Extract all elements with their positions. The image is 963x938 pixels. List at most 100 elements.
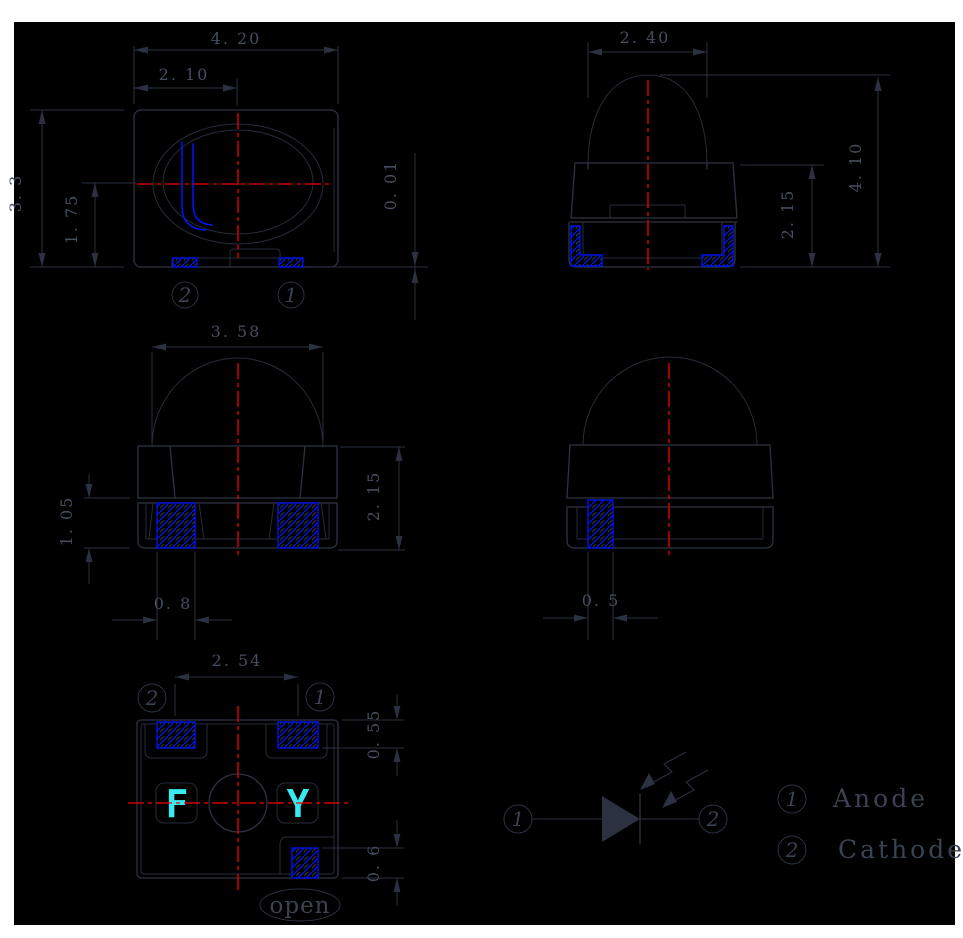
arrow-icon	[38, 253, 46, 267]
pin-1-label: 1	[512, 807, 525, 831]
arrow-icon	[38, 110, 46, 124]
dim-width-label: 4. 20	[211, 29, 262, 48]
pin-1-label: 1	[314, 685, 327, 709]
pad-left	[172, 257, 198, 268]
arrow-icon	[195, 616, 209, 624]
dome-outline	[582, 356, 758, 446]
arrow-icon	[393, 834, 401, 848]
arrow-icon	[693, 48, 707, 56]
arrow-icon	[613, 614, 627, 622]
arrow-icon	[874, 253, 882, 267]
arrow-icon	[411, 252, 419, 266]
diode-triangle-icon	[602, 796, 640, 842]
dim-lines-dome-width	[587, 42, 708, 98]
pad-pocket-left	[144, 724, 208, 759]
dim-dome-width-label: 3. 58	[211, 322, 262, 341]
pin-2-circle	[698, 804, 728, 834]
base-outline	[137, 502, 338, 549]
dim-lines-total-height	[660, 74, 890, 268]
light-arrow-icon	[647, 751, 687, 786]
arrow-icon	[395, 536, 403, 550]
dim-pad-pitch-label: 2. 54	[212, 651, 263, 670]
drawing-canvas-background	[14, 22, 955, 925]
pin-2-label: 2	[178, 283, 192, 307]
open-note-ellipse	[259, 888, 341, 922]
dim-lines-width	[133, 46, 339, 104]
dim-half-width-label: 2. 10	[159, 65, 210, 84]
arrow-icon	[284, 673, 298, 681]
schematic: 1 2 1 Anode 2 Cathode	[503, 751, 963, 865]
dim-pad-bottom-label: 0. 6	[364, 844, 383, 883]
dim-dome-width-label: 2. 40	[620, 28, 671, 47]
legend-cathode-label: Cathode	[838, 835, 963, 864]
arrow-icon	[395, 447, 403, 461]
body-rim	[570, 217, 738, 223]
side-view: 2. 40 4. 10 2. 15	[568, 28, 890, 270]
arrow-icon	[134, 84, 148, 92]
legend-pin-2-circle	[777, 835, 807, 865]
dim-lines-standoff	[310, 153, 428, 320]
body-outline	[566, 444, 774, 499]
pad-bottom-right	[291, 847, 319, 879]
arrow-icon	[874, 77, 882, 91]
arrow-icon	[411, 269, 419, 283]
pin-1-circle	[277, 281, 305, 309]
dim-lines-half-width	[134, 78, 238, 106]
arrow-icon	[134, 46, 148, 54]
dome-outline	[151, 357, 324, 448]
arrow-icon	[808, 165, 816, 179]
arrow-icon	[588, 48, 602, 56]
dim-lines-height	[30, 109, 124, 268]
arrow-icon	[223, 84, 237, 92]
arrow-icon	[85, 484, 93, 498]
pad-pocket-bottom	[279, 836, 334, 874]
arrow-icon	[91, 253, 99, 267]
arrow-icon	[324, 46, 338, 54]
arrow-icon	[808, 253, 816, 267]
dim-pad-height-label: 1. 05	[57, 496, 76, 547]
pin-2-label: 2	[145, 686, 159, 710]
light-arrow-icon	[669, 769, 709, 804]
arrow-icon	[143, 616, 157, 624]
light-arrowhead-icon	[640, 773, 655, 790]
pad-right	[278, 257, 304, 268]
base-outline	[568, 221, 736, 268]
arrow-icon	[574, 614, 588, 622]
marking-letter-y: Y	[287, 782, 310, 826]
dome-outline	[587, 74, 708, 166]
pad-right	[701, 225, 734, 267]
front-view: 3. 58 1. 05 2. 15 0. 8	[57, 322, 405, 640]
dim-pad-top-label: 0. 55	[364, 709, 383, 760]
lens-gate-mark-outer	[181, 141, 207, 231]
dim-lines-pad-width	[543, 552, 658, 640]
pin-1-label: 1	[285, 283, 298, 307]
dim-lines-body-height	[740, 164, 824, 267]
pad-top-right	[277, 721, 319, 749]
arrow-icon	[152, 343, 166, 351]
dim-height-label: 3. 3	[6, 174, 25, 213]
arrow-icon	[91, 183, 99, 197]
pad-right	[277, 502, 319, 549]
dim-lines-pad-bottom	[322, 820, 404, 906]
pad-left	[156, 502, 196, 549]
pad-pocket-right	[265, 724, 328, 759]
base-inner-lines	[582, 222, 723, 259]
body-outline	[570, 162, 738, 219]
pin-2-label: 2	[706, 807, 720, 831]
legend-anode-label: Anode	[832, 784, 928, 813]
arrow-icon	[85, 548, 93, 562]
dim-lines-pad-width	[112, 552, 232, 640]
pin-2-circle	[171, 281, 199, 309]
open-note-label: open	[270, 893, 331, 919]
bottom-view: F Y 2 1 2. 54 0. 55 0. 6 open	[128, 651, 404, 922]
pad	[587, 499, 614, 549]
legend-pin-1-number: 1	[786, 787, 799, 811]
dim-pad-width-label: 0. 8	[154, 594, 193, 613]
legend-pin-1-circle	[777, 784, 807, 814]
legend: 1 Anode 2 Cathode	[777, 784, 963, 865]
arrow-icon	[393, 706, 401, 720]
arrow-icon	[393, 878, 401, 892]
dim-pad-width-label: 0. 5	[582, 591, 621, 610]
